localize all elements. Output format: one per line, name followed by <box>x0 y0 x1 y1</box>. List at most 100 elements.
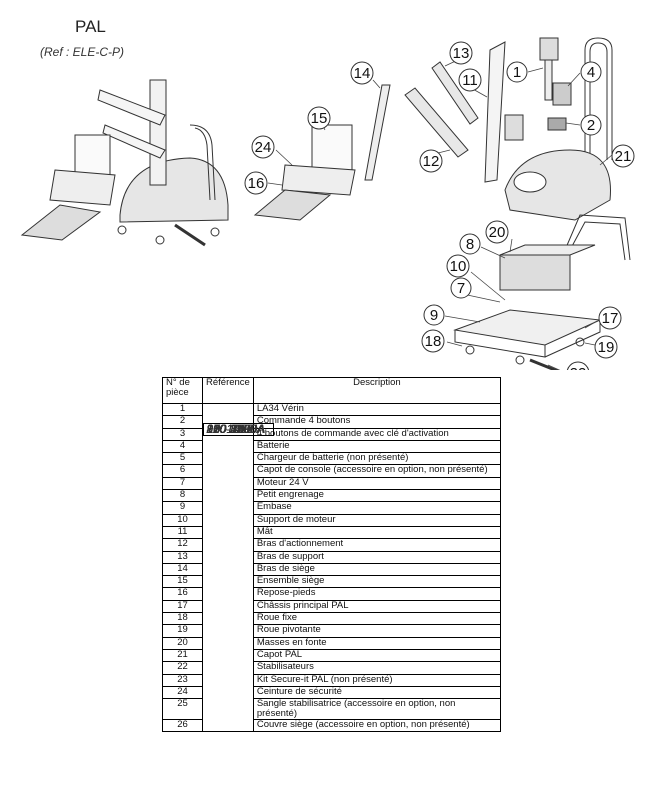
table-header-row: N° de pièce Référence Description <box>162 377 502 404</box>
svg-text:19: 19 <box>598 339 615 356</box>
description-cell: Batterie <box>252 439 502 454</box>
part-number-cell: 11 <box>162 525 203 540</box>
description-cell: Bras de support <box>252 550 502 564</box>
reference-code: (Ref : ELE-C-P) <box>40 45 125 59</box>
description-cell: Kit Secure-it PAL (non présenté) <box>252 673 502 687</box>
column-header-reference: Référence <box>202 377 254 404</box>
part-number-cell: 24 <box>162 685 203 700</box>
description-cell: Repose-pieds <box>252 587 502 601</box>
callout-18: 18 <box>421 329 445 353</box>
cover-illustration <box>504 149 611 221</box>
description-cell: LA34 Vérin <box>252 402 502 417</box>
callout-13: 13 <box>449 41 473 65</box>
callout-21: 21 <box>611 144 635 168</box>
callout-12: 12 <box>419 149 443 173</box>
part-number-cell: 2 <box>162 415 203 429</box>
part-number-cell: 20 <box>162 636 203 650</box>
description-cell: Bras d'actionnement <box>252 538 502 552</box>
part-number-cell: 7 <box>162 476 203 491</box>
callout-17: 17 <box>598 306 622 330</box>
callout-14: 14 <box>350 61 374 85</box>
part-number-cell: 18 <box>162 612 203 626</box>
description-cell: Embase <box>252 501 502 515</box>
description-cell: Chargeur de batterie (non présenté) <box>252 452 502 466</box>
callout-11: 11 <box>458 68 482 92</box>
part-number-cell: 23 <box>162 673 203 687</box>
callout-2: 2 <box>580 114 602 136</box>
support-arm-illustration <box>431 61 479 125</box>
part-number-cell: 6 <box>162 464 203 478</box>
part-number-cell: 16 <box>162 587 203 601</box>
svg-text:22: 22 <box>570 365 587 370</box>
part-number-cell: 4 <box>162 439 203 454</box>
part-number-cell: 22 <box>162 661 203 675</box>
part-number-cell: 3 <box>162 427 203 441</box>
part-number-cell: 21 <box>162 648 203 663</box>
description-cell: Ceinture de sécurité <box>252 685 502 700</box>
svg-text:12: 12 <box>423 153 440 170</box>
svg-text:13: 13 <box>453 45 470 62</box>
part-number-cell: 19 <box>162 624 203 638</box>
description-cell: Sangle stabilisatrice (accessoire en opt… <box>252 698 502 721</box>
part-number-cell: 17 <box>162 599 203 614</box>
description-cell: Bras de siège <box>252 562 502 577</box>
part-number-cell: 10 <box>162 513 203 527</box>
actuator-illustration <box>539 37 559 61</box>
description-cell: Commande 4 boutons <box>252 415 502 429</box>
svg-text:10: 10 <box>450 258 467 275</box>
callout-24: 24 <box>251 135 275 159</box>
part-number-cell: 9 <box>162 501 203 515</box>
callout-10: 10 <box>446 254 470 278</box>
part-number-cell: 15 <box>162 575 203 589</box>
description-cell: Petit engrenage <box>252 489 502 503</box>
description-cell: Couvre siège (accessoire en option, non … <box>252 719 502 733</box>
part-number-cell: 1 <box>162 402 203 417</box>
description-cell: Masses en fonte <box>252 636 502 650</box>
callout-16: 16 <box>244 171 268 195</box>
weights-illustration <box>499 244 596 291</box>
svg-text:20: 20 <box>489 224 506 241</box>
svg-text:11: 11 <box>462 72 478 89</box>
part-number-cell: 12 <box>162 538 203 552</box>
mast-illustration <box>484 41 506 183</box>
callout-7: 7 <box>450 277 472 299</box>
description-cell: Stabilisateurs <box>252 661 502 675</box>
part-number-cell: 26 <box>162 719 203 733</box>
part-number-cell: 13 <box>162 550 203 564</box>
svg-text:8: 8 <box>466 236 474 253</box>
chassis-illustration <box>453 309 602 370</box>
battery-illustration <box>552 82 572 106</box>
svg-text:24: 24 <box>255 139 272 156</box>
part-number-cell: 5 <box>162 452 203 466</box>
column-header-description: Description <box>252 377 502 404</box>
description-cell: Capot PAL <box>252 648 502 663</box>
callout-19: 19 <box>594 335 618 359</box>
svg-text:16: 16 <box>248 175 265 192</box>
description-cell: Roue pivotante <box>252 624 502 638</box>
seat-assembly-illustration <box>253 124 356 221</box>
assembled-lift-illustration <box>20 79 229 247</box>
description-cell: Châssis principal PAL <box>252 599 502 614</box>
description-cell: Moteur 24 V <box>252 476 502 491</box>
